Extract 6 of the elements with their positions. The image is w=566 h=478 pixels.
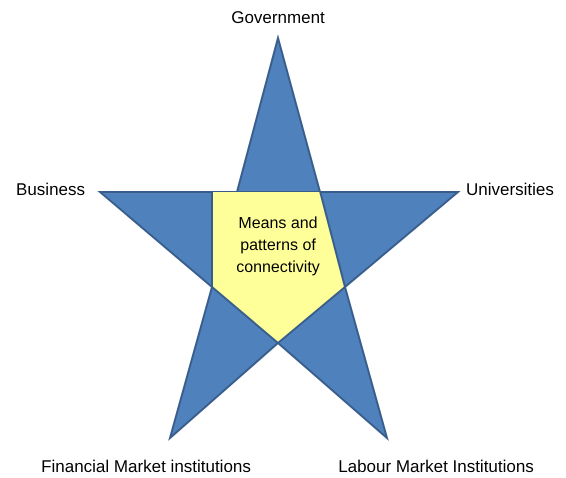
point-label: Universities: [466, 180, 554, 200]
point-label: Business: [16, 180, 85, 200]
point-label: Government: [231, 8, 325, 28]
point-label: Labour Market Institutions: [338, 457, 534, 477]
center-text: Means and patterns of connectivity: [235, 214, 321, 278]
point-label: Financial Market institutions: [41, 457, 251, 477]
